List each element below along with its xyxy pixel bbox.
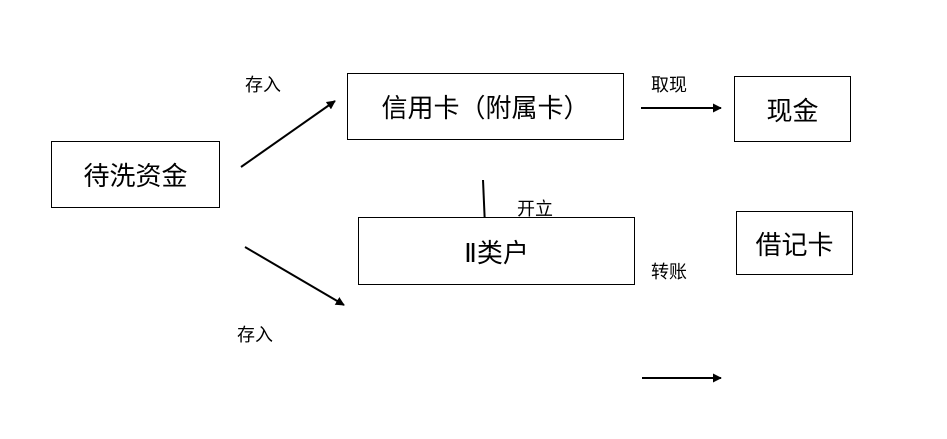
node-debit-card: 借记卡 <box>736 211 853 275</box>
node-class2-account: Ⅱ类户 <box>358 217 635 285</box>
node-dirty-funds: 待洗资金 <box>51 141 220 208</box>
node-cash: 现金 <box>734 76 851 142</box>
arrow-to-class2-account <box>244 246 345 306</box>
label-transfer: 转账 <box>651 262 687 283</box>
label-withdraw-cash: 取现 <box>651 75 687 96</box>
label-deposit-top: 存入 <box>245 75 281 96</box>
arrow-to-credit-card <box>240 100 336 168</box>
label-open-account: 开立 <box>517 199 553 220</box>
node-credit-card: 信用卡（附属卡） <box>347 73 624 140</box>
label-deposit-bottom: 存入 <box>237 325 273 346</box>
